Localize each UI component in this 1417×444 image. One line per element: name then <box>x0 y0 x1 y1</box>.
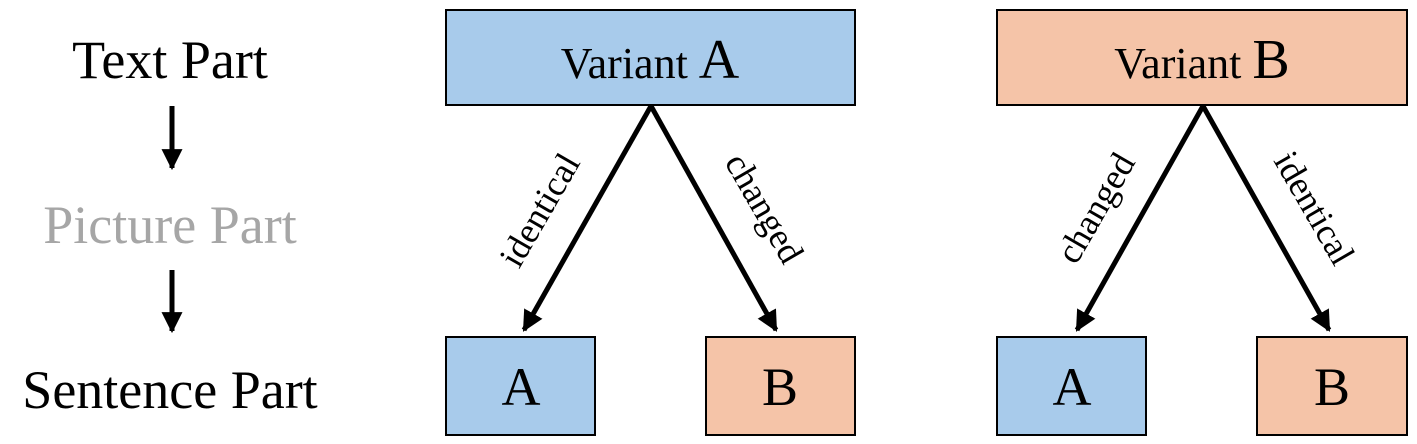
variant-b-right-arrow <box>1200 104 1332 332</box>
variant-a-child-a-box <box>445 336 596 436</box>
step-sentence-part: Sentence Part <box>22 360 317 420</box>
variant-a-left-arrow <box>521 104 654 332</box>
variant-b-tree: Variant B changed identical A B <box>996 9 1408 436</box>
variant-a-child-b-box <box>705 336 856 436</box>
variant-b-child-b-label: B <box>1314 357 1350 417</box>
variant-b-left-edge-label: changed <box>1048 146 1143 270</box>
variant-b-label: Variant B <box>1114 29 1289 91</box>
variant-b-child-a-label: A <box>1053 357 1092 417</box>
variant-a-box <box>445 9 856 106</box>
variant-a-child-a-label: A <box>502 357 541 417</box>
variant-b-child-a-box <box>996 336 1147 436</box>
variant-b-box <box>996 9 1408 106</box>
variant-a-tree: Variant A identical changed A B <box>445 9 856 436</box>
variant-b-right-edge-label: identical <box>1266 144 1363 271</box>
variant-a-label: Variant A <box>561 29 740 91</box>
variant-b-child-b-box <box>1256 336 1408 436</box>
variant-a-right-arrow <box>648 104 779 332</box>
step-text-part: Text Part <box>72 30 268 90</box>
variant-a-left-edge-label: identical <box>491 146 588 273</box>
variant-a-child-b-label: B <box>762 357 798 417</box>
variant-b-left-arrow <box>1074 104 1206 332</box>
step-picture-part: Picture Part <box>43 195 296 255</box>
